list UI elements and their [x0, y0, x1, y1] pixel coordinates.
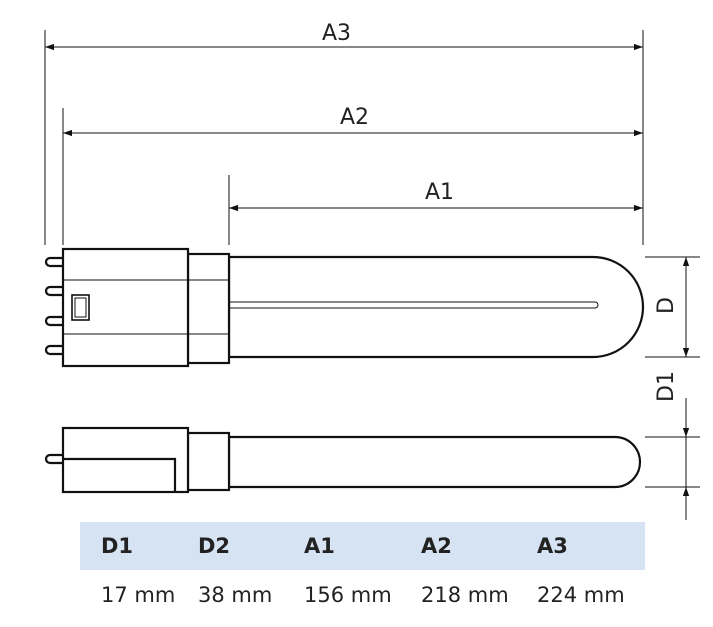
label-d: D — [654, 297, 679, 314]
table-row: 17 mm 38 mm 156 mm 218 mm 224 mm — [80, 570, 645, 620]
lamp-tube — [227, 435, 642, 489]
label-d1: D1 — [654, 371, 679, 402]
header-cell: A2 — [421, 534, 452, 558]
value-cell: 218 mm — [421, 583, 509, 607]
label-a1: A1 — [425, 180, 454, 205]
value-cell: 224 mm — [537, 583, 625, 607]
value-cell: 156 mm — [304, 583, 392, 607]
dimensions-table: D1 D2 A1 A2 A3 17 mm 38 mm 156 mm 218 mm… — [80, 522, 645, 620]
lamp-collar — [186, 431, 231, 492]
header-cell: A1 — [304, 534, 335, 558]
label-a2: A2 — [340, 105, 369, 130]
base-window — [71, 294, 90, 321]
lamp-tube — [227, 255, 645, 359]
value-cell: 17 mm — [101, 583, 176, 607]
header-cell: D2 — [198, 534, 231, 558]
header-cell: A3 — [537, 534, 568, 558]
lamp-collar — [186, 252, 231, 365]
header-cell: D1 — [101, 534, 134, 558]
label-a3: A3 — [322, 21, 351, 46]
lamp-front-view — [44, 247, 645, 368]
value-cell: 38 mm — [198, 583, 273, 607]
lamp-side-view — [44, 426, 642, 494]
table-header-row: D1 D2 A1 A2 A3 — [80, 522, 645, 570]
